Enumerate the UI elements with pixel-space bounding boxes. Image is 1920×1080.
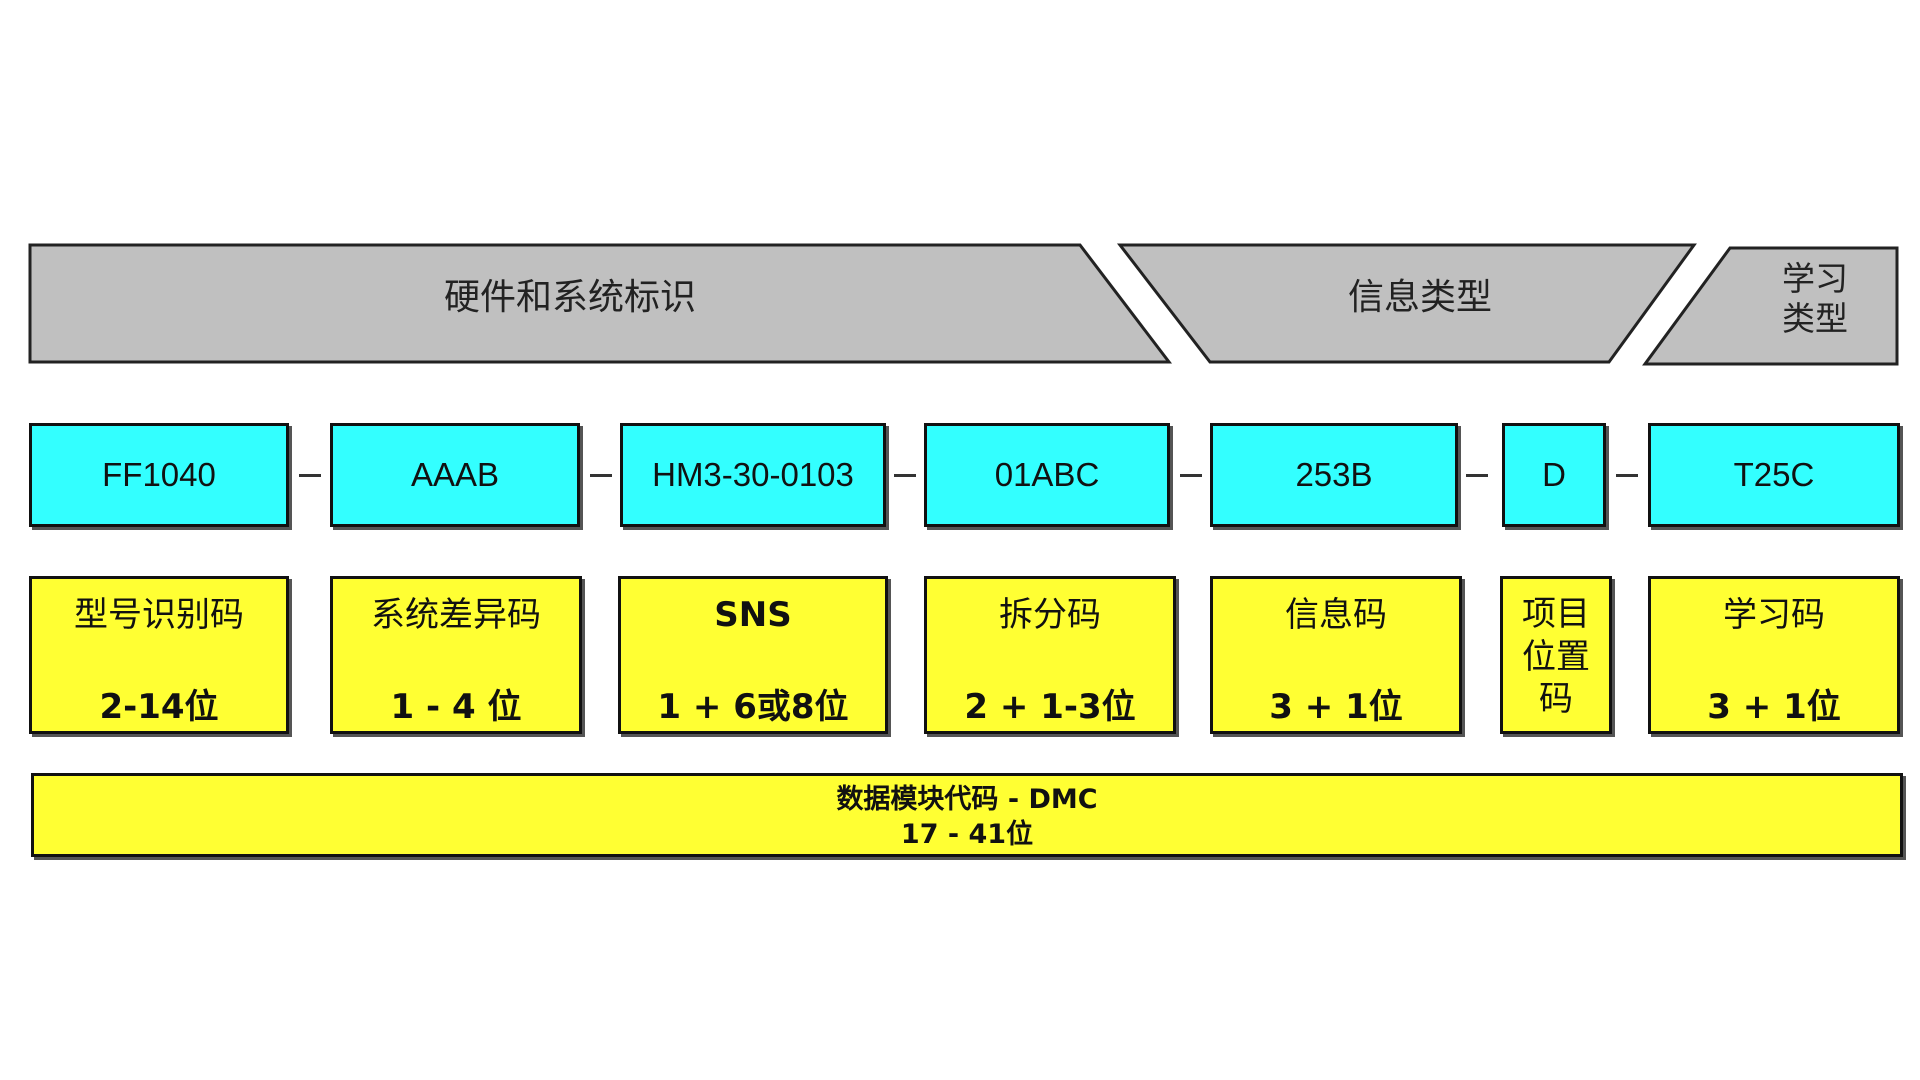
code-info: 253B bbox=[1210, 423, 1458, 527]
dash-separator bbox=[1466, 474, 1488, 477]
desc-count: 1 - 4 位 bbox=[390, 687, 522, 727]
info-type-label: 信息类型 bbox=[1347, 277, 1492, 318]
desc-count: 1 + 6或8位 bbox=[657, 687, 849, 727]
desc-count: 3 + 1位 bbox=[1269, 687, 1403, 727]
code-sns: HM3-30-0103 bbox=[620, 423, 886, 527]
dash-separator bbox=[590, 474, 612, 477]
desc-name: 系统差异码 bbox=[371, 595, 541, 635]
desc-count: 2 + 1-3位 bbox=[964, 687, 1136, 727]
desc-model-ident: 型号识别码 2-14位 bbox=[29, 576, 289, 734]
desc-name: 学习码 bbox=[1723, 595, 1825, 635]
dash-separator bbox=[1180, 474, 1202, 477]
desc-name: 拆分码 bbox=[999, 595, 1101, 635]
desc-name: SNS bbox=[714, 595, 792, 635]
dmc-count: 17 - 41位 bbox=[900, 819, 1034, 851]
desc-name: 项目 位置 码 bbox=[1522, 594, 1590, 719]
hardware-system-label: 硬件和系统标识 bbox=[443, 277, 696, 318]
info-type-banner bbox=[1116, 243, 1697, 364]
desc-count: 2-14位 bbox=[99, 687, 219, 727]
learn-type-label: 学习 类型 bbox=[1782, 259, 1848, 338]
dmc-title: 数据模块代码 - DMC bbox=[836, 784, 1098, 815]
code-model-ident: FF1040 bbox=[29, 423, 289, 527]
dash-separator bbox=[299, 474, 321, 477]
desc-system-diff: 系统差异码 1 - 4 位 bbox=[330, 576, 582, 734]
dash-separator bbox=[1616, 474, 1638, 477]
desc-name: 型号识别码 bbox=[74, 595, 244, 635]
desc-learn: 学习码 3 + 1位 bbox=[1648, 576, 1900, 734]
header-banners bbox=[28, 243, 1899, 366]
desc-item-location: 项目 位置 码 bbox=[1500, 576, 1612, 734]
desc-count: 3 + 1位 bbox=[1707, 687, 1841, 727]
code-system-diff: AAAB bbox=[330, 423, 580, 527]
hardware-system-banner bbox=[28, 243, 1173, 364]
code-learn: T25C bbox=[1648, 423, 1900, 527]
dmc-summary-bar: 数据模块代码 - DMC 17 - 41位 bbox=[31, 773, 1903, 857]
code-item-location: D bbox=[1502, 423, 1606, 527]
learn-type-banner bbox=[1642, 246, 1899, 366]
desc-name: 信息码 bbox=[1285, 595, 1387, 635]
desc-sns: SNS 1 + 6或8位 bbox=[618, 576, 888, 734]
desc-disassembly: 拆分码 2 + 1-3位 bbox=[924, 576, 1176, 734]
desc-info: 信息码 3 + 1位 bbox=[1210, 576, 1462, 734]
code-disassembly: 01ABC bbox=[924, 423, 1170, 527]
dash-separator bbox=[894, 474, 916, 477]
